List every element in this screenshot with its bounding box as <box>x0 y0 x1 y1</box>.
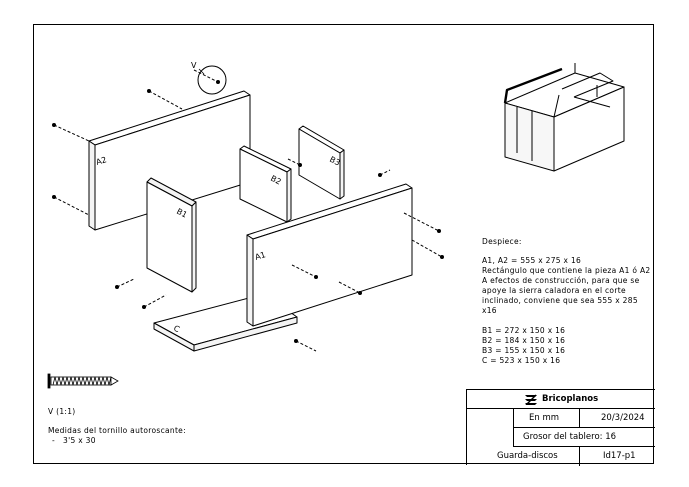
panel-b2 <box>239 145 292 223</box>
despiece-line: C = 523 x 150 x 16 <box>482 356 561 365</box>
despiece-line: A1, A2 = 555 x 275 x 16 <box>482 256 582 265</box>
screw-1to1 <box>47 373 119 389</box>
detail-circle-v <box>197 65 227 95</box>
bricoplanos-logo-icon <box>525 394 537 405</box>
despiece-title: Despiece: <box>482 237 522 246</box>
label-b1: B1 <box>175 207 189 220</box>
title-block-brand-row: Bricoplanos <box>467 390 655 409</box>
label-b2: B2 <box>269 174 283 187</box>
board-thickness: Grosor del tablero: 16 <box>523 432 617 442</box>
assembled-thumbnail <box>503 63 625 172</box>
label-a2: A2 <box>95 155 108 167</box>
despiece-line: x16 <box>482 306 497 315</box>
units-label: En mm <box>529 413 560 423</box>
title-block-name-row: Guarda-discos Id17-p1 <box>467 447 655 466</box>
brand-name: Bricoplanos <box>542 394 599 404</box>
label-a1: A1 <box>254 250 267 262</box>
isometric-drawing: A2 B1 B2 B3 A1 C V <box>47 61 625 389</box>
plan-code: Id17-p1 <box>603 451 636 461</box>
title-block-units-row: En mm 20/3/2024 <box>513 409 655 428</box>
screw-size: - 3'5 x 30 <box>52 436 96 445</box>
panel-b1 <box>146 177 197 293</box>
label-b3: B3 <box>328 155 342 168</box>
screw-scale-label: V (1:1) <box>48 407 76 416</box>
date-label: 20/3/2024 <box>601 413 645 423</box>
despiece-line: A efectos de construcción, para que se <box>482 276 640 285</box>
despiece-line: Rectángulo que contiene la pieza A1 ó A2 <box>482 266 651 275</box>
despiece-list: A1, A2 = 555 x 275 x 16 Rectángulo que c… <box>482 256 650 366</box>
despiece-line: B1 = 272 x 150 x 16 <box>482 326 566 335</box>
project-name: Guarda-discos <box>497 451 558 461</box>
screw-heads <box>52 80 444 343</box>
panel-b3 <box>298 125 345 200</box>
panel-a1 <box>246 183 413 327</box>
title-block: Bricoplanos En mm 20/3/2024 Grosor del t… <box>466 389 655 466</box>
title-block-board-row: Grosor del tablero: 16 <box>513 428 655 447</box>
screw-caption: Medidas del tornillo autoroscante: <box>48 426 186 435</box>
label-v: V <box>191 61 197 70</box>
drawing-sheet: A2 B1 B2 B3 A1 C V Despiece: A1, A2 = 55… <box>33 24 655 466</box>
despiece-line: apoye la sierra caladora en el corte <box>482 286 626 295</box>
despiece-line: B2 = 184 x 150 x 16 <box>482 336 566 345</box>
despiece-line <box>482 316 650 326</box>
despiece-line: B3 = 155 x 150 x 16 <box>482 346 566 355</box>
label-c: C <box>172 324 181 335</box>
screw-lines <box>53 69 443 352</box>
despiece-line: inclinado, conviene que sea 555 x 285 <box>482 296 638 305</box>
panel-a2 <box>88 90 251 231</box>
